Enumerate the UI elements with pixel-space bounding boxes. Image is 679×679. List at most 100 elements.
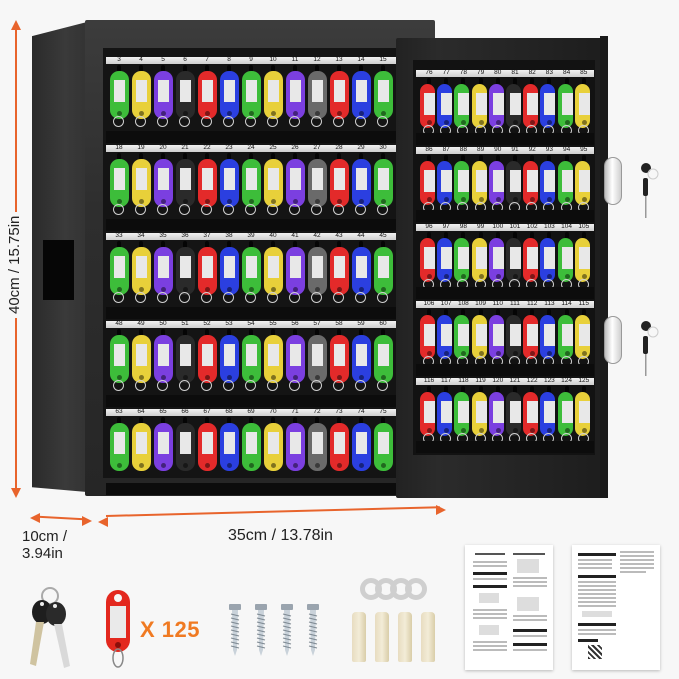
key-tag-gray[interactable] — [308, 71, 327, 119]
key-tag-green[interactable] — [110, 71, 129, 119]
key-tag-blue[interactable] — [437, 238, 453, 282]
key-tag-purple[interactable] — [286, 247, 305, 295]
key-tag-blue[interactable] — [437, 392, 453, 436]
key-tag-green[interactable] — [557, 84, 573, 128]
key-tag-green[interactable] — [557, 238, 573, 282]
key-tag-yellow[interactable] — [264, 423, 283, 471]
key-tag-green[interactable] — [557, 315, 573, 359]
key-tag-green[interactable] — [374, 71, 393, 119]
key-tag-yellow[interactable] — [574, 315, 590, 359]
key-tag-green[interactable] — [374, 159, 393, 207]
key-tag-green[interactable] — [454, 161, 470, 205]
key-tag-green[interactable] — [374, 247, 393, 295]
key-tag-black[interactable] — [506, 84, 521, 128]
key-tag-green[interactable] — [110, 247, 129, 295]
key-tag-blue[interactable] — [220, 71, 239, 119]
key-tag-yellow[interactable] — [574, 238, 590, 282]
key-tag-red[interactable] — [198, 247, 217, 295]
key-tag-red[interactable] — [330, 335, 349, 383]
key-tag-blue[interactable] — [540, 161, 556, 205]
key-tag-red[interactable] — [198, 159, 217, 207]
key-tag-blue[interactable] — [220, 335, 239, 383]
key-tag-green[interactable] — [454, 84, 470, 128]
key-tag-blue[interactable] — [352, 247, 371, 295]
key-tag-yellow[interactable] — [132, 159, 151, 207]
key-tag-red[interactable] — [420, 84, 435, 128]
key-tag-green[interactable] — [242, 335, 261, 383]
key-tag-yellow[interactable] — [574, 161, 590, 205]
key-tag-black[interactable] — [506, 392, 521, 436]
key-tag-yellow[interactable] — [471, 161, 487, 205]
key-tag-blue[interactable] — [540, 238, 556, 282]
key-tag-green[interactable] — [242, 159, 261, 207]
key-tag-green[interactable] — [557, 392, 573, 436]
key-tag-green[interactable] — [242, 423, 261, 471]
key-tag-yellow[interactable] — [264, 159, 283, 207]
key-tag-red[interactable] — [420, 392, 435, 436]
key-tag-yellow[interactable] — [132, 335, 151, 383]
key-tag-green[interactable] — [110, 335, 129, 383]
key-tag-red[interactable] — [198, 71, 217, 119]
key-tag-purple[interactable] — [154, 423, 173, 471]
key-tag-red[interactable] — [523, 315, 539, 359]
key-tag-purple[interactable] — [488, 392, 504, 436]
key-tag-red[interactable] — [420, 238, 435, 282]
key-tag-blue[interactable] — [352, 335, 371, 383]
key-tag-gray[interactable] — [308, 247, 327, 295]
key-tag-red[interactable] — [198, 335, 217, 383]
key-tag-blue[interactable] — [437, 315, 453, 359]
key-tag-blue[interactable] — [352, 423, 371, 471]
key-tag-purple[interactable] — [154, 335, 173, 383]
door-latch-upper[interactable] — [604, 157, 622, 205]
key-tag-gray[interactable] — [308, 423, 327, 471]
key-tag-yellow[interactable] — [132, 423, 151, 471]
key-tag-red[interactable] — [523, 238, 539, 282]
key-tag-green[interactable] — [374, 423, 393, 471]
key-tag-red[interactable] — [330, 423, 349, 471]
key-tag-blue[interactable] — [437, 161, 453, 205]
key-tag-green[interactable] — [454, 238, 470, 282]
key-tag-black[interactable] — [176, 423, 195, 471]
key-tag-purple[interactable] — [286, 335, 305, 383]
key-tag-yellow[interactable] — [132, 247, 151, 295]
key-tag-red[interactable] — [420, 315, 435, 359]
key-tag-black[interactable] — [506, 315, 521, 359]
key-tag-blue[interactable] — [540, 315, 556, 359]
key-tag-purple[interactable] — [286, 159, 305, 207]
key-tag-yellow[interactable] — [264, 335, 283, 383]
key-tag-purple[interactable] — [154, 247, 173, 295]
key-tag-green[interactable] — [242, 247, 261, 295]
key-tag-black[interactable] — [506, 161, 521, 205]
key-tag-purple[interactable] — [286, 423, 305, 471]
key-tag-red[interactable] — [523, 161, 539, 205]
key-tag-green[interactable] — [454, 392, 470, 436]
key-tag-purple[interactable] — [488, 84, 504, 128]
key-tag-black[interactable] — [176, 247, 195, 295]
key-tag-purple[interactable] — [488, 161, 504, 205]
key-tag-gray[interactable] — [308, 335, 327, 383]
key-tag-green[interactable] — [110, 159, 129, 207]
key-tag-green[interactable] — [242, 71, 261, 119]
key-tag-yellow[interactable] — [471, 392, 487, 436]
key-tag-green[interactable] — [374, 335, 393, 383]
key-tag-yellow[interactable] — [264, 71, 283, 119]
key-tag-blue[interactable] — [540, 84, 556, 128]
key-tag-purple[interactable] — [154, 71, 173, 119]
key-tag-yellow[interactable] — [264, 247, 283, 295]
key-tag-yellow[interactable] — [471, 315, 487, 359]
door-latch-lower[interactable] — [604, 316, 622, 364]
key-tag-purple[interactable] — [154, 159, 173, 207]
key-tag-red[interactable] — [523, 84, 539, 128]
key-tag-red[interactable] — [330, 71, 349, 119]
key-tag-red[interactable] — [330, 159, 349, 207]
key-tag-blue[interactable] — [437, 84, 453, 128]
key-tag-blue[interactable] — [220, 247, 239, 295]
key-tag-black[interactable] — [176, 159, 195, 207]
key-tag-purple[interactable] — [286, 71, 305, 119]
key-tag-red[interactable] — [420, 161, 435, 205]
key-tag-yellow[interactable] — [574, 84, 590, 128]
key-tag-yellow[interactable] — [471, 238, 487, 282]
key-tag-purple[interactable] — [488, 238, 504, 282]
key-tag-red[interactable] — [198, 423, 217, 471]
key-tag-yellow[interactable] — [574, 392, 590, 436]
